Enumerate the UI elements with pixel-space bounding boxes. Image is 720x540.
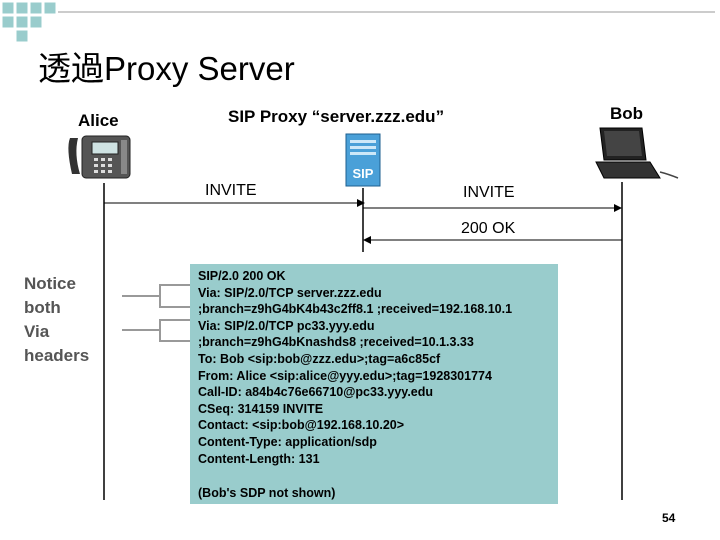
sip-line: CSeq: 314159 INVITE	[198, 401, 324, 416]
actor-alice-label: Alice	[78, 111, 119, 130]
sip-message-box: SIP/2.0 200 OK Via: SIP/2.0/TCP server.z…	[190, 264, 558, 504]
sip-line: SIP/2.0 200 OK	[198, 269, 286, 283]
sip-line: Via: SIP/2.0/TCP pc33.yyy.edu	[198, 318, 375, 333]
sip-line: Via: SIP/2.0/TCP server.zzz.edu	[198, 285, 382, 300]
sdp-note: (Bob's SDP not shown)	[198, 486, 336, 500]
notice-line: Notice	[24, 274, 76, 293]
sip-line: Call-ID: a84b4c76e66710@pc33.yyy.edu	[198, 385, 434, 400]
ok-label: 200 OK	[461, 220, 516, 237]
actor-bob-label: Bob	[610, 104, 644, 123]
sip-line: Content-Type: application/sdp	[198, 434, 377, 449]
invite-label-2: INVITE	[463, 184, 515, 201]
via-bracket-pointers	[122, 284, 192, 342]
notice-text: Notice both Via headers	[24, 272, 114, 368]
notice-line: headers	[24, 346, 90, 365]
slide-title: 透過Proxy Server	[38, 50, 295, 87]
sip-server-icon: SIP	[345, 133, 381, 187]
sip-line: From: Alice <sip:alice@yyy.edu>;tag=1928…	[198, 368, 492, 383]
invite-label-1: INVITE	[205, 182, 257, 199]
notice-line: both	[24, 298, 61, 317]
sip-line: ;branch=z9hG4bK4b43c2ff8.1 ;received=192…	[198, 302, 513, 317]
page-number: 54	[662, 511, 676, 525]
laptop-icon	[595, 127, 679, 179]
decorative-squares	[1, 1, 715, 43]
notice-line: Via	[24, 322, 50, 341]
phone-icon	[68, 135, 131, 179]
proxy-icon-text: SIP	[353, 166, 374, 181]
sip-line: ;branch=z9hG4bKnashds8 ;received=10.1.3.…	[198, 335, 474, 350]
actor-proxy-label: SIP Proxy “server.zzz.edu”	[228, 107, 445, 126]
sip-message-lines: SIP/2.0 200 OK Via: SIP/2.0/TCP server.z…	[198, 268, 512, 467]
sip-line: To: Bob <sip:bob@zzz.edu>;tag=a6c85cf	[198, 351, 441, 366]
sip-line: Contact: <sip:bob@192.168.10.20>	[198, 418, 405, 433]
sip-line: Content-Length: 131	[198, 451, 320, 466]
